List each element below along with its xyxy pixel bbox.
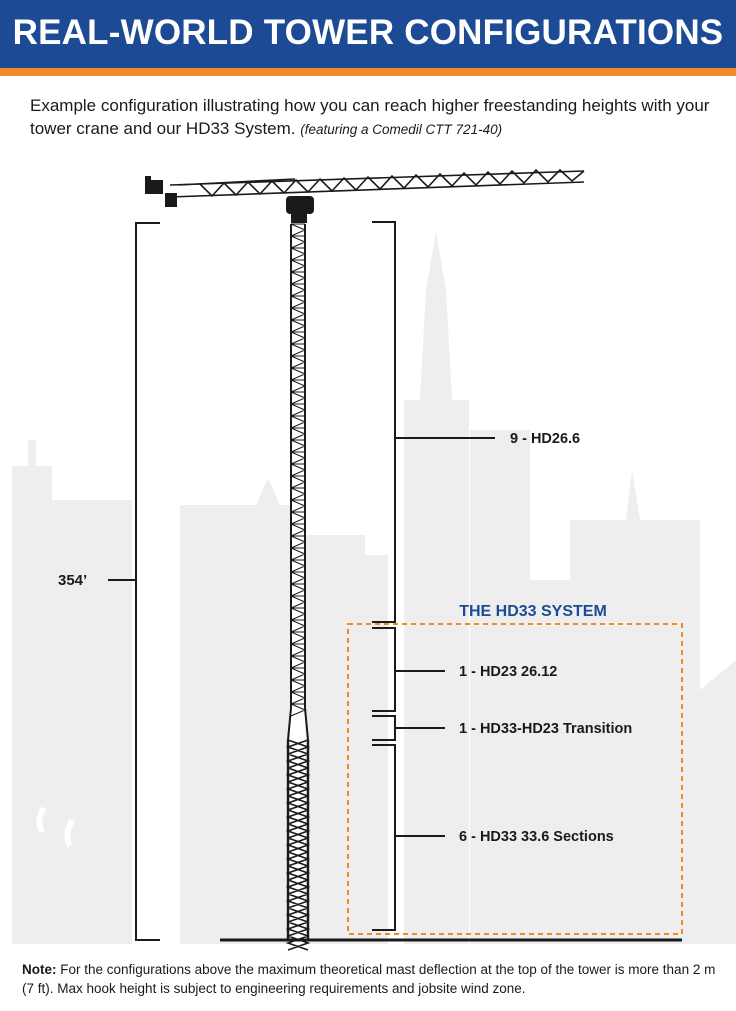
hd33-system-title: THE HD33 SYSTEM xyxy=(459,603,607,620)
crane-cab xyxy=(145,176,314,223)
section-label-hd33: 6 - HD33 33.6 Sections xyxy=(459,829,614,845)
note-label: Note: xyxy=(22,962,57,977)
intro-featuring: (featuring a Comedil CTT 721-40) xyxy=(300,122,503,137)
skyline-highlight xyxy=(64,818,75,848)
tower-mast xyxy=(285,223,311,951)
total-height-bracket xyxy=(108,222,160,941)
total-height-label: 354’ xyxy=(58,572,87,589)
section-label-transition: 1 - HD33-HD23 Transition xyxy=(459,721,632,737)
intro-paragraph: Example configuration illustrating how y… xyxy=(30,94,720,141)
section-brackets xyxy=(372,221,495,931)
section-label-hd26: 9 - HD26.6 xyxy=(510,431,580,447)
header-banner: REAL-WORLD TOWER CONFIGURATIONS xyxy=(0,0,736,76)
skyline-highlight xyxy=(36,806,47,834)
city-skyline xyxy=(12,232,736,944)
crane-jib xyxy=(169,168,585,198)
intro-text: Example configuration illustrating how y… xyxy=(30,96,710,138)
footnote: Note: For the configurations above the m… xyxy=(22,960,722,998)
hd33-system-box xyxy=(347,623,683,935)
section-label-hd23: 1 - HD23 26.12 xyxy=(459,664,557,680)
page-title: REAL-WORLD TOWER CONFIGURATIONS xyxy=(12,13,724,52)
note-text: For the configurations above the maximum… xyxy=(22,962,716,996)
